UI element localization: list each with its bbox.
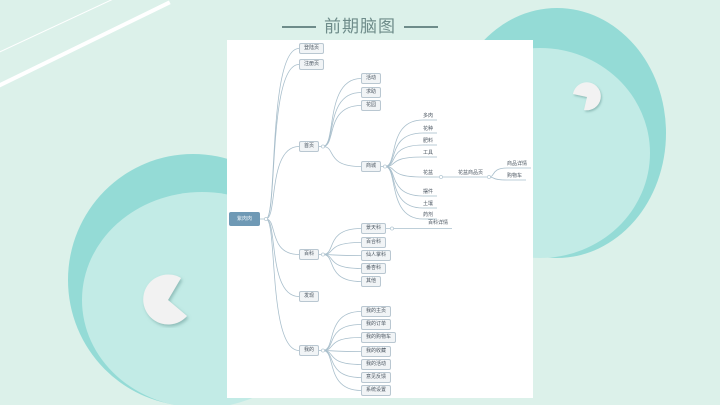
collapse-dot-n-b3 — [321, 252, 325, 257]
connector-n-h0 — [322, 78, 362, 147]
node-settings[interactable]: 系统设置 — [361, 385, 392, 396]
connector-n-e4 — [322, 254, 362, 282]
node-my-orders[interactable]: 我的订单 — [361, 319, 392, 330]
collapse-dot-l-m4 — [439, 175, 443, 179]
slide-title-text: 前期脑图 — [324, 17, 396, 37]
slide-title: 前期脑图 — [0, 12, 720, 37]
pacman-icon-right — [573, 82, 601, 111]
collapse-dot-n-b5 — [321, 348, 325, 353]
collapse-dot-n-e0 — [390, 226, 394, 231]
connector-n-b1 — [265, 64, 300, 220]
node-aizoaceae[interactable]: 番杏科 — [361, 263, 387, 274]
node-home[interactable]: 首页 — [299, 141, 320, 152]
title-dash-right — [404, 26, 438, 28]
connector-n-m4 — [322, 350, 362, 365]
node-others[interactable]: 其他 — [361, 276, 382, 287]
node-liliaceae[interactable]: 百合科 — [361, 237, 387, 248]
connector-n-m0 — [322, 311, 362, 351]
node-activity[interactable]: 活动 — [361, 73, 382, 84]
leaf-pots[interactable]: 花盆 — [423, 170, 434, 176]
connector-n-e2 — [322, 254, 362, 256]
connector-n-h2 — [322, 105, 362, 147]
leaf-ornaments[interactable]: 摆件 — [423, 189, 434, 195]
title-dash-left — [282, 26, 316, 28]
leaf-pesticide[interactable]: 药剂 — [423, 212, 434, 218]
leaf-soil[interactable]: 土壤 — [423, 201, 434, 207]
node-my-homepage[interactable]: 我的主页 — [361, 306, 392, 317]
connector-n-b4 — [265, 218, 300, 297]
connector-n-m2 — [322, 337, 362, 351]
pacman-icon-left — [143, 274, 187, 325]
connector-n-e1 — [322, 242, 362, 255]
connector-n-m6 — [322, 350, 362, 391]
connector-n-b0 — [265, 48, 300, 220]
connector-l-m7 — [384, 166, 424, 220]
leaf-cart[interactable]: 购物车 — [507, 173, 523, 179]
mindmap-connectors — [260, 48, 531, 391]
leaf-pot-product-page[interactable]: 花盆商品页 — [458, 170, 484, 176]
mindmap-canvas: 紫肉肉 登陆页 注册页 首页 百科 发现 我的 活动 求助 花园 商城 多肉 花… — [227, 40, 533, 398]
node-crassulaceae[interactable]: 景天科 — [361, 223, 387, 234]
connector-n-m3 — [322, 350, 362, 352]
connector-l-m3 — [384, 156, 424, 167]
collapse-dot-n-b2 — [321, 144, 325, 149]
connector-n-b3 — [265, 218, 300, 255]
collapse-dot-root — [264, 217, 268, 221]
node-feedback[interactable]: 意见反馈 — [361, 372, 392, 383]
connector-l-m0 — [384, 119, 424, 167]
collapse-dot-l-p0 — [487, 175, 491, 179]
node-register-page[interactable]: 注册页 — [299, 59, 325, 70]
node-help[interactable]: 求助 — [361, 87, 382, 98]
connector-n-b5 — [265, 218, 300, 351]
node-my-favorites[interactable]: 我的收藏 — [361, 346, 392, 357]
node-mall[interactable]: 商城 — [361, 161, 382, 172]
leaf-fertilizer[interactable]: 肥料 — [423, 138, 434, 144]
node-cactaceae[interactable]: 仙人掌科 — [361, 250, 392, 261]
connector-n-h3 — [322, 146, 362, 167]
node-my-cart[interactable]: 我的购物车 — [361, 332, 397, 343]
node-my-activities[interactable]: 我的活动 — [361, 359, 392, 370]
connector-n-e0 — [322, 228, 362, 255]
node-garden[interactable]: 花园 — [361, 100, 382, 111]
connector-n-b2 — [265, 146, 300, 220]
leaf-product-detail[interactable]: 商品详情 — [507, 161, 528, 167]
node-mine[interactable]: 我的 — [299, 345, 320, 356]
leaf-tools[interactable]: 工具 — [423, 150, 434, 156]
node-login-page[interactable]: 登陆页 — [299, 43, 325, 54]
collapse-dot-n-h3 — [383, 164, 387, 169]
leaf-seeds[interactable]: 花种 — [423, 126, 434, 132]
connector-l-p2 — [488, 176, 508, 181]
leaf-encyclopedia-detail[interactable]: 百科详情 — [428, 220, 449, 226]
connector-l-p1 — [488, 167, 508, 178]
node-encyclopedia[interactable]: 百科 — [299, 249, 320, 260]
connector-n-m1 — [322, 324, 362, 351]
connector-n-h1 — [322, 92, 362, 147]
root-node[interactable]: 紫肉肉 — [229, 212, 261, 226]
connector-n-e3 — [322, 254, 362, 269]
leaf-succulents[interactable]: 多肉 — [423, 113, 434, 119]
node-discover[interactable]: 发现 — [299, 291, 320, 302]
